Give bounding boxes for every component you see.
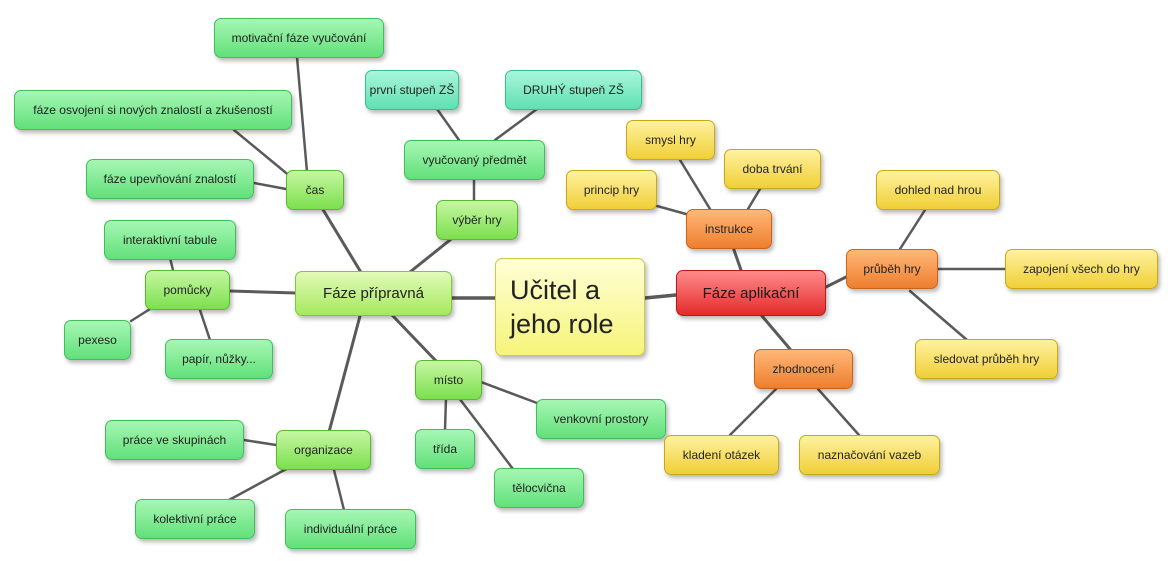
node-faze-upevnovani[interactable]: fáze upevňování znalostí — [86, 159, 254, 199]
node-kladeni-otazek[interactable]: kladení otázek — [664, 435, 779, 475]
node-individualni-prace[interactable]: individuální práce — [285, 509, 416, 549]
node-dohled-nad-hrou[interactable]: dohled nad hrou — [876, 170, 1000, 210]
node-pexeso[interactable]: pexeso — [64, 320, 131, 360]
node-vyucovany-predmet[interactable]: vyučovaný předmět — [404, 140, 545, 180]
node-naznacovani-vazeb[interactable]: naznačování vazeb — [799, 435, 940, 475]
link-aplikacni-instrukce — [732, 248, 743, 272]
node-kolektivni-prace[interactable]: kolektivní práce — [135, 499, 255, 539]
link-organizace-individualni — [332, 468, 346, 512]
link-pomucky-interaktivni — [168, 256, 175, 272]
node-interaktivni-tabule[interactable]: interaktivní tabule — [104, 220, 236, 260]
node-motivacni-faze[interactable]: motivační fáze vyučování — [214, 18, 384, 58]
node-trida[interactable]: třída — [415, 429, 475, 469]
link-prubeh-dohled — [898, 208, 927, 251]
node-organizace[interactable]: organizace — [276, 430, 371, 470]
center-node[interactable]: Učitel a jeho role — [495, 258, 645, 356]
node-doba-trvani[interactable]: doba trvání — [724, 149, 821, 189]
link-pomucky-pexeso — [129, 307, 152, 323]
node-druhy-stupen[interactable]: DRUHÝ stupeň ZŠ — [505, 70, 642, 110]
node-instrukce[interactable]: instrukce — [686, 209, 772, 249]
link-instrukce-doba — [746, 187, 762, 211]
node-telocvicna[interactable]: tělocvična — [494, 468, 584, 508]
link-cas-upevnovani — [252, 181, 288, 191]
node-princip-hry[interactable]: princip hry — [566, 170, 657, 210]
node-cas[interactable]: čas — [286, 170, 344, 210]
center-title: Učitel a jeho role — [510, 275, 614, 339]
node-misto[interactable]: místo — [415, 360, 482, 400]
link-pomucky-papir — [198, 308, 212, 342]
link-misto-trida — [443, 396, 448, 432]
link-zhodnoceni-naznacovani — [816, 387, 861, 437]
node-papir-nuzky[interactable]: papír, nůžky... — [165, 339, 273, 379]
node-prubeh-hry[interactable]: průběh hry — [846, 249, 938, 289]
link-predmet-prvni — [435, 107, 461, 142]
link-zhodnoceni-kladeni — [728, 387, 778, 437]
link-pripravna-pomucky — [228, 289, 298, 295]
link-cas-osvojeni — [232, 128, 293, 179]
link-instrukce-princip — [655, 204, 688, 216]
node-venkovni-prostory[interactable]: venkovní prostory — [536, 399, 666, 439]
link-cas-motivacni — [295, 55, 309, 174]
link-pripravna-cas — [320, 206, 364, 276]
link-instrukce-smysl — [678, 158, 712, 211]
link-aplikacni-zhodnoceni — [760, 314, 792, 351]
link-prubeh-sledovat — [908, 289, 969, 342]
link-organizace-skupiny — [242, 438, 278, 447]
node-smysl-hry[interactable]: smysl hry — [626, 120, 715, 160]
node-zapojeni-vsech[interactable]: zapojení všech do hry — [1005, 249, 1158, 289]
node-zhodnoceni[interactable]: zhodnocení — [754, 349, 853, 389]
link-predmet-druhy — [493, 107, 539, 142]
link-pripravna-organizace — [327, 314, 362, 434]
node-vyber-hry[interactable]: výběr hry — [436, 200, 518, 240]
node-faze-pripravna[interactable]: Fáze přípravná — [295, 271, 452, 316]
node-sledovat-prubeh[interactable]: sledovat průběh hry — [915, 339, 1058, 379]
link-pripravna-vyber — [403, 234, 457, 278]
node-faze-aplikacni[interactable]: Fáze aplikační — [676, 270, 826, 316]
node-faze-osvojeni[interactable]: fáze osvojení si nových znalostí a zkuše… — [14, 90, 292, 130]
link-misto-venkovni — [479, 380, 539, 405]
link-pripravna-misto — [390, 313, 439, 364]
node-pomucky[interactable]: pomůcky — [145, 270, 230, 310]
link-organizace-kolektivni — [227, 465, 292, 502]
node-prace-ve-skupinach[interactable]: práce ve skupinách — [105, 420, 244, 460]
link-center-faze-aplikacni — [643, 293, 678, 300]
link-misto-telocvicna — [457, 396, 515, 471]
link-aplikacni-prubeh — [824, 274, 850, 289]
node-prvni-stupen[interactable]: první stupeň ZŠ — [365, 70, 459, 110]
